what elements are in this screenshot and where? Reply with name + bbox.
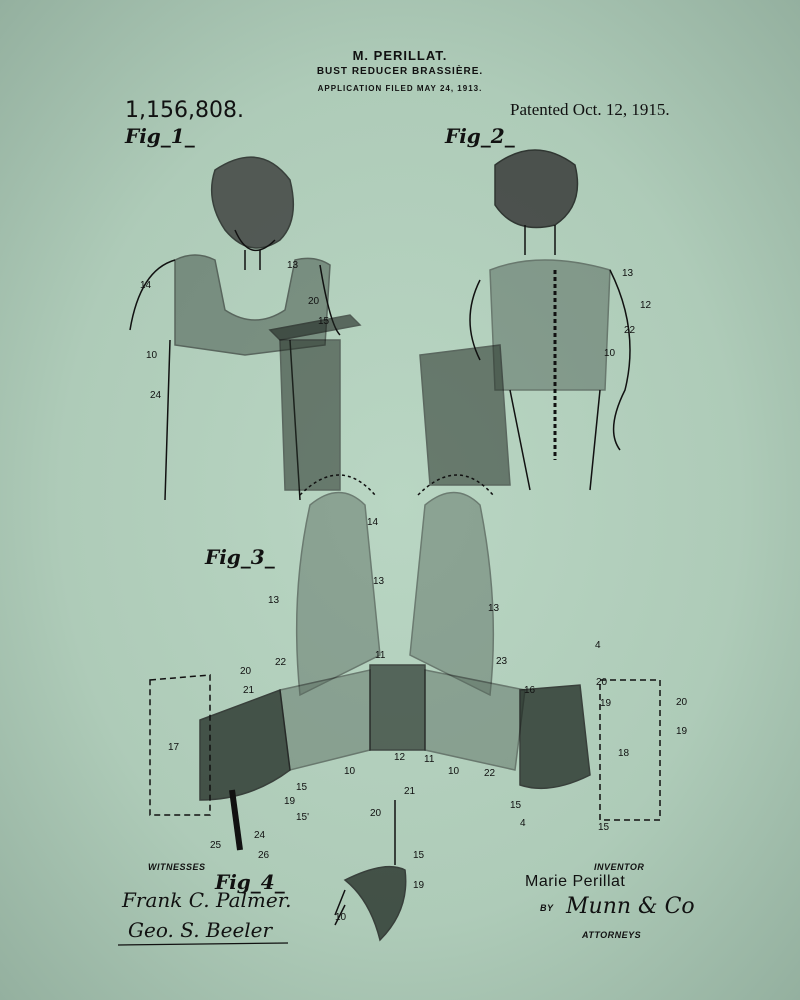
ref-num: 24: [254, 830, 266, 841]
ref-num: 15': [296, 812, 310, 823]
ref-num: 10: [344, 766, 356, 777]
witness-signature-2: Geo. S. Beeler: [128, 918, 273, 942]
ref-num: 22: [275, 657, 287, 668]
ref-num: 4: [520, 818, 526, 829]
ref-num: 24: [150, 390, 162, 401]
ref-num: 21: [404, 786, 416, 797]
attorney-signature: Munn & Co: [566, 894, 695, 919]
inventor-label: INVENTOR: [594, 862, 645, 872]
application-filed: APPLICATION FILED MAY 24, 1913.: [317, 84, 483, 93]
ref-num: 10: [604, 348, 616, 359]
inventor-name: M. PERILLAT.: [352, 48, 448, 63]
ref-num: 13: [622, 268, 634, 279]
ref-num: 16: [524, 685, 536, 696]
ref-num: 17: [168, 742, 180, 753]
by-label: BY: [540, 903, 554, 913]
ref-num: 19: [676, 726, 688, 737]
fig-2-drawing: [419, 149, 631, 491]
ref-num: 13: [287, 260, 299, 271]
ref-num: 15: [296, 782, 308, 793]
ref-num: 15: [318, 316, 330, 327]
ref-num: 20: [370, 808, 382, 819]
patent-title: BUST REDUCER BRASSIÈRE.: [316, 66, 484, 77]
ref-num: 14: [367, 517, 379, 528]
fig-2-label: Fig_2_: [445, 124, 515, 148]
ref-num: 20: [308, 296, 320, 307]
inventor-signature: Marie Perillat: [525, 873, 626, 890]
ref-num: 13: [488, 603, 500, 614]
ref-num: 14: [140, 280, 152, 291]
ref-num: 10: [335, 912, 347, 923]
ref-num: 20: [240, 666, 252, 677]
ref-num: 11: [424, 754, 435, 765]
ref-num: 22: [624, 325, 636, 336]
fig-3-drawing: [149, 474, 661, 851]
fig-4-label: Fig_4_: [215, 870, 285, 894]
ref-num: 10: [146, 350, 158, 361]
fig-4-drawing: [334, 800, 407, 942]
patent-date: Patented Oct. 12, 1915.: [510, 100, 670, 119]
ref-num: 11: [375, 650, 386, 661]
ref-num: 25: [210, 840, 222, 851]
ref-num: 22: [484, 768, 496, 779]
fig-1-drawing: [129, 156, 362, 501]
ref-num: 12: [640, 300, 652, 311]
ref-num: 20: [596, 677, 608, 688]
ref-num: 15: [413, 850, 425, 861]
ref-num: 18: [618, 748, 630, 759]
attorneys-label: ATTORNEYS: [582, 930, 642, 940]
patent-number: 1,156,808.: [125, 98, 244, 123]
ref-num: 20: [676, 697, 688, 708]
witness-signature-1: Frank C. Palmer.: [122, 888, 292, 912]
ref-num: 13: [268, 595, 280, 606]
ref-num: 19: [284, 796, 296, 807]
witnesses-label: WITNESSES: [148, 862, 206, 872]
ref-num: 19: [413, 880, 425, 891]
fig-3-label: Fig_3_: [205, 545, 275, 569]
ref-num: 13: [373, 576, 385, 587]
ref-num: 10: [448, 766, 460, 777]
ref-num: 21: [243, 685, 255, 696]
ref-num: 26: [258, 850, 270, 861]
ref-num: 23: [496, 656, 508, 667]
ref-num: 15: [598, 822, 610, 833]
ref-num: 19: [600, 698, 612, 709]
fig-1-label: Fig_1_: [125, 124, 195, 148]
ref-num: 12: [394, 752, 406, 763]
ref-num: 4: [595, 640, 601, 651]
ref-num: 15: [510, 800, 522, 811]
